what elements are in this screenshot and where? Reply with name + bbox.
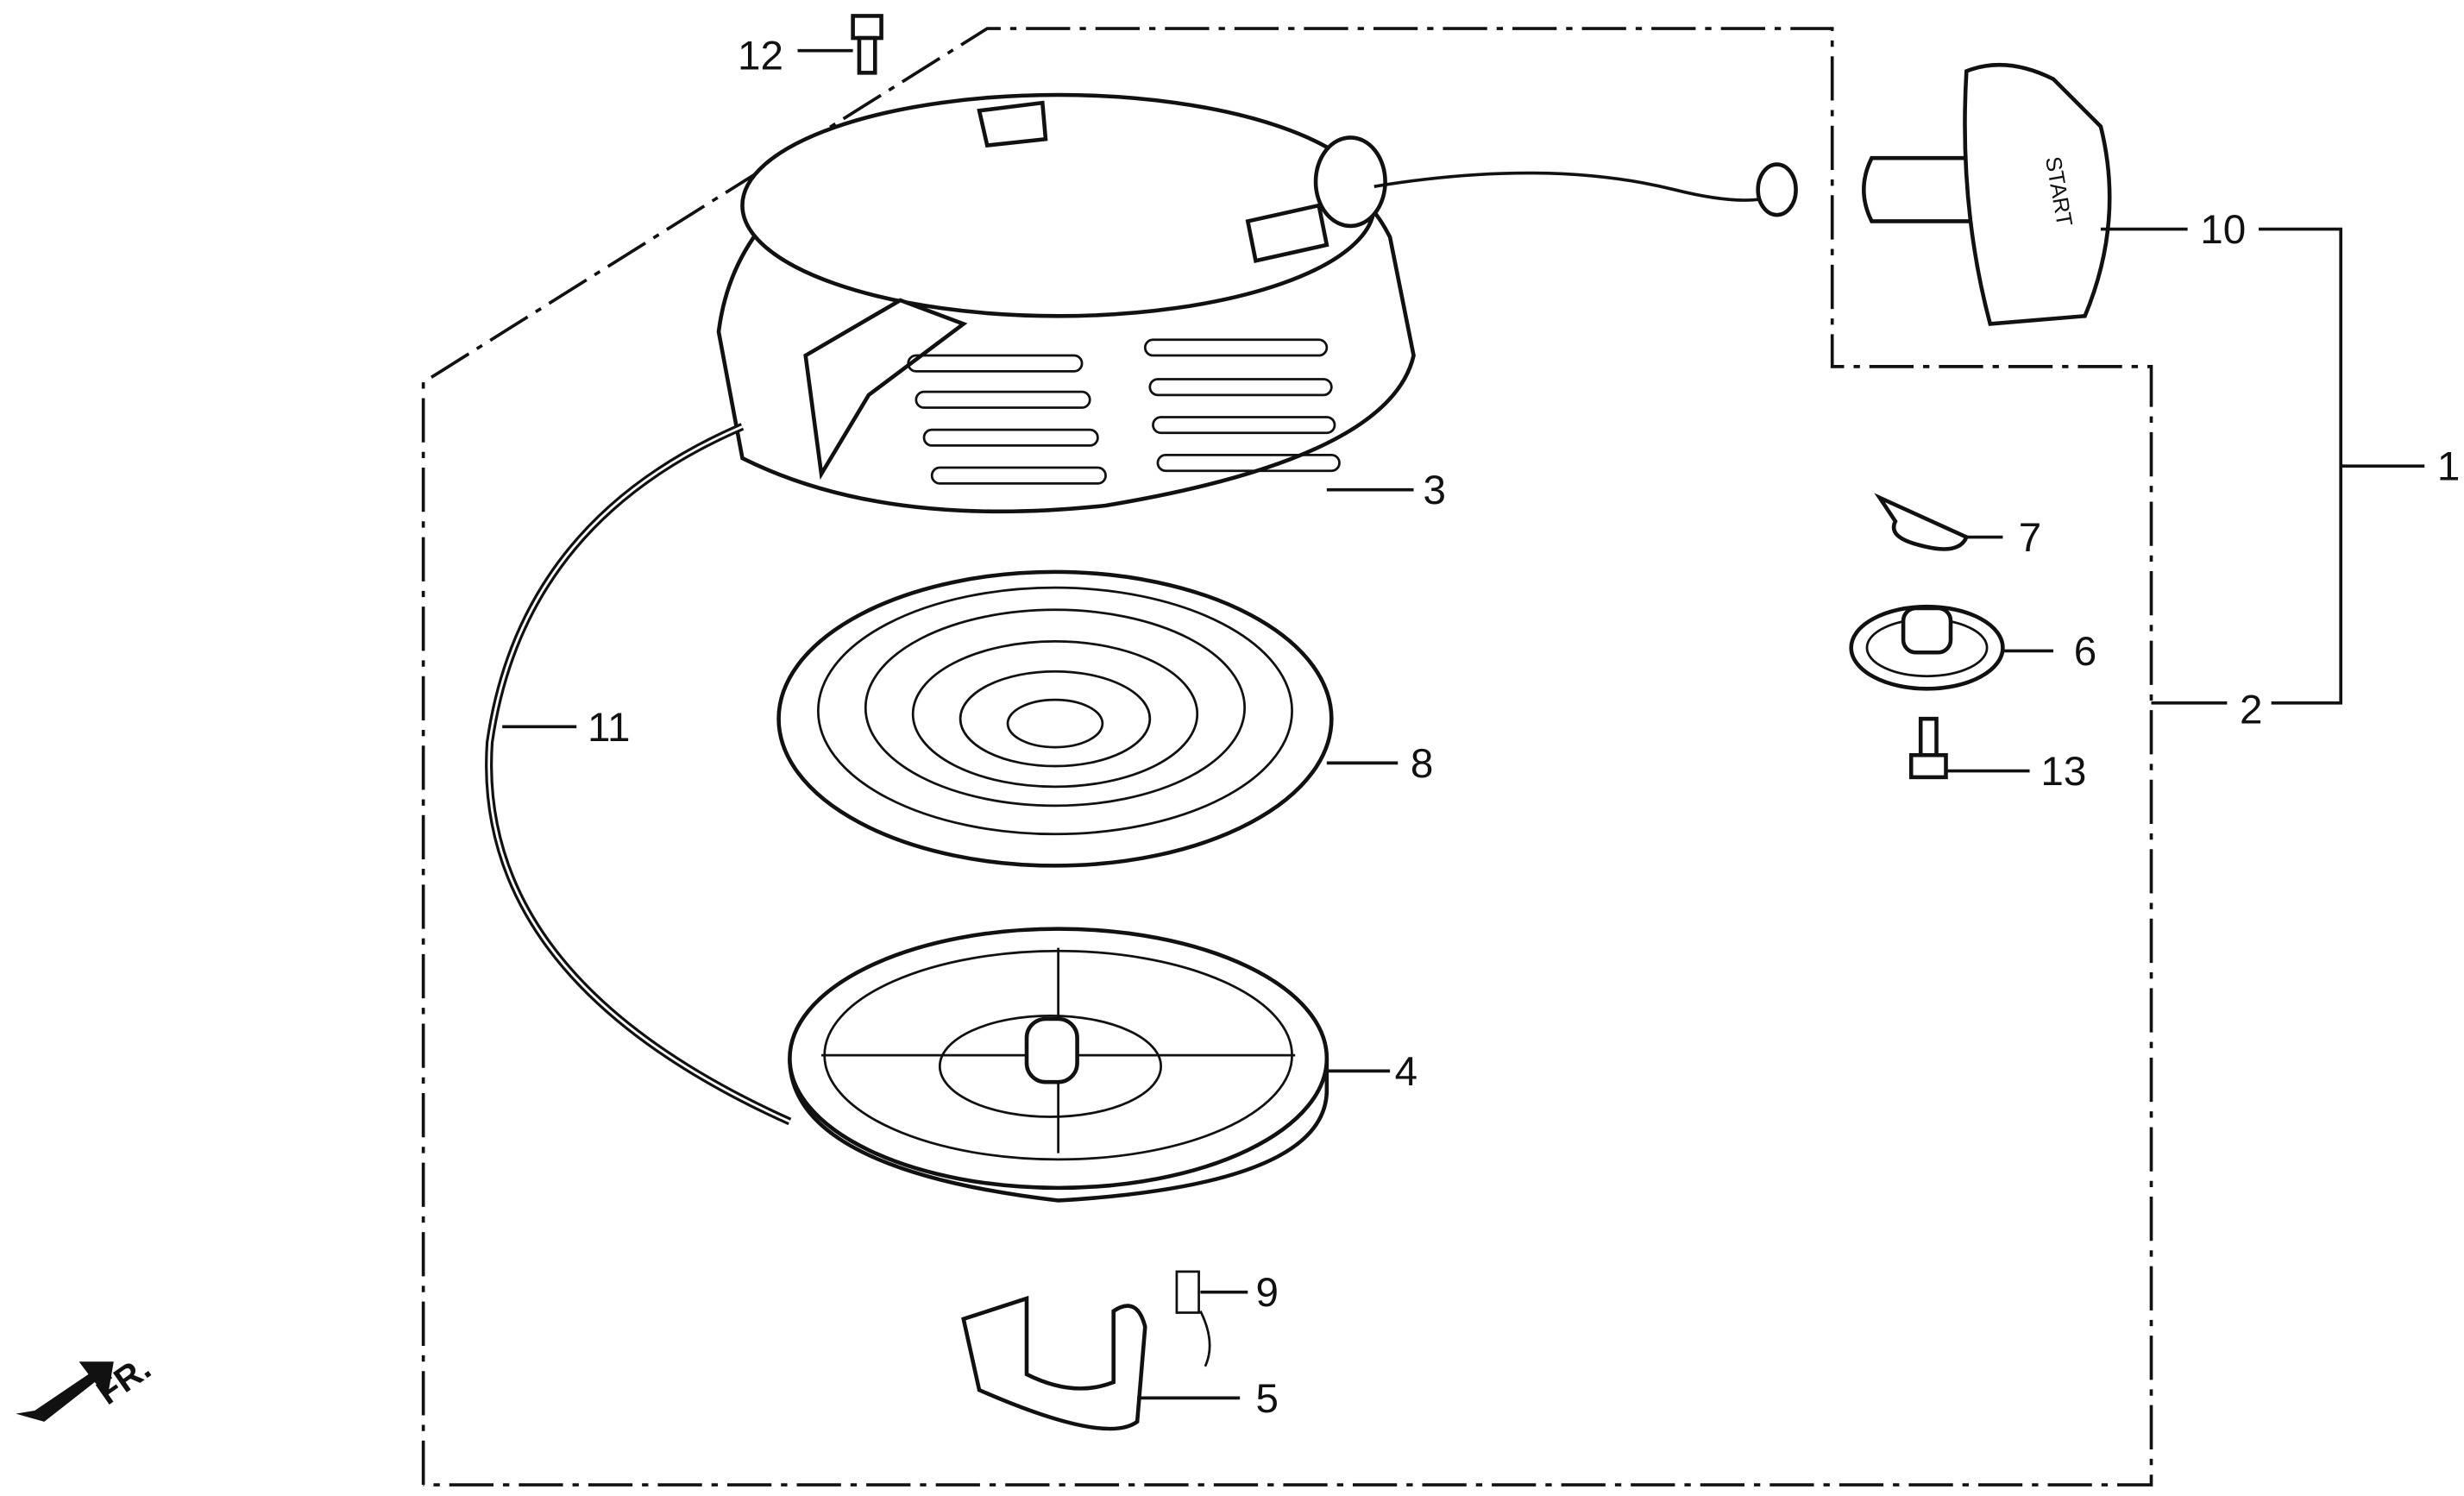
callout-11: 11 [588, 705, 630, 751]
front-direction-marker: FR. [16, 1348, 158, 1422]
callout-4: 4 [1395, 1049, 1417, 1095]
screw-13 [1908, 716, 2030, 780]
starter-case-3 [716, 92, 1798, 514]
callout-10: 10 [2200, 207, 2246, 253]
callout-1: 1 [2437, 444, 2460, 490]
callout-9: 9 [1255, 1270, 1278, 1316]
friction-plate-6 [1849, 604, 2053, 691]
callout-13: 13 [2040, 749, 2086, 795]
callout-7: 7 [2019, 515, 2041, 561]
callout-3: 3 [1424, 468, 1446, 513]
bolt-12 [797, 14, 883, 75]
starter-grip-10: START [1862, 62, 2188, 326]
assembly-bracket [2259, 227, 2343, 705]
callout-8: 8 [1411, 741, 1433, 787]
callout-5: 5 [1255, 1376, 1278, 1422]
front-arrow-icon [16, 1361, 114, 1422]
cotter-pin-7 [1874, 493, 2003, 551]
assembly-boundary [421, 27, 2153, 1487]
callout-6: 6 [2074, 629, 2096, 675]
ratchet-spring-9 [1175, 1270, 1248, 1367]
callout-2: 2 [2240, 688, 2262, 733]
starter-reel-4 [788, 927, 1391, 1203]
recoil-spring-8 [776, 569, 1399, 868]
front-label: FR. [90, 1348, 158, 1412]
callout-12: 12 [738, 34, 783, 79]
ratchet-5 [961, 1295, 1241, 1431]
starter-rope-11 [485, 423, 792, 1126]
